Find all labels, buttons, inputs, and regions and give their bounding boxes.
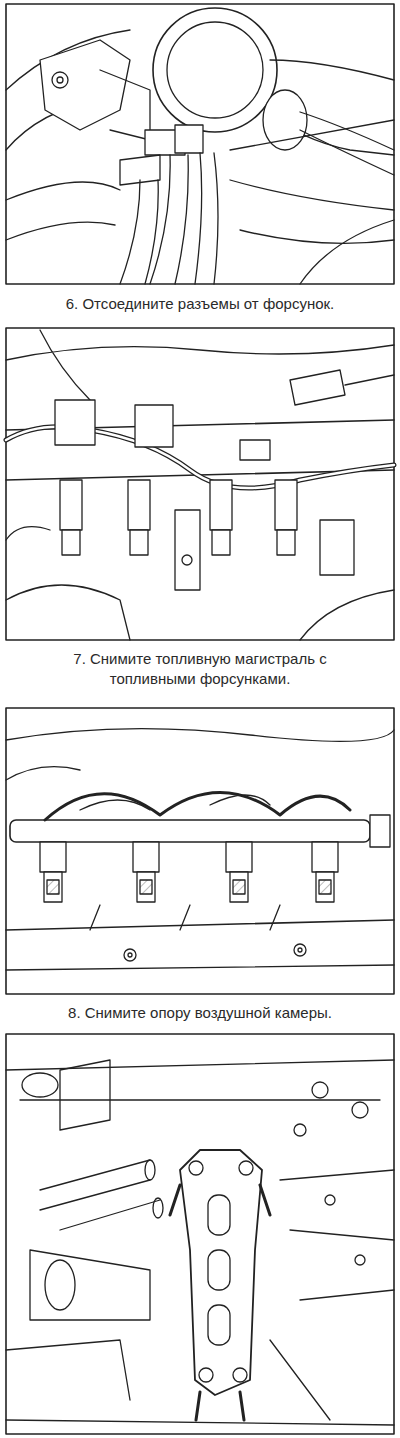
step-caption: 7. Снимите топливную магистраль с топлив… — [35, 649, 365, 689]
step-caption: 6. Отсоедините разъемы от форсунок. — [20, 294, 380, 314]
step-caption: 8. Снимите опору воздушной камеры. — [20, 1003, 380, 1023]
fuel-rail-figure — [6, 708, 394, 994]
injector-connectors-figure — [6, 328, 394, 640]
throttle-body-figure — [6, 4, 394, 284]
air-chamber-bracket-figure — [6, 1034, 394, 1434]
